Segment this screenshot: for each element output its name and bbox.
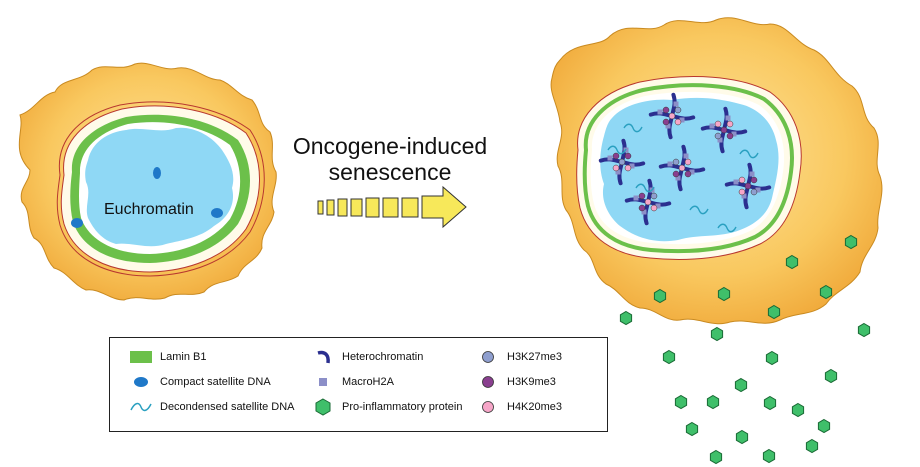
decondensed-satellite-dna-strand (635, 183, 655, 193)
arrow-head (421, 185, 467, 229)
legend-item-decondensed-satellite-dna: Decondensed satellite DNA (128, 398, 295, 416)
heterochromatin-icon (310, 348, 336, 366)
legend-item-h3k27me3: H3K27me3 (475, 348, 562, 366)
arrow-segment-6 (382, 197, 399, 218)
decondensed-satellite-dna-strand (623, 123, 643, 133)
compact-satellite-dna-blob-3 (71, 218, 83, 228)
legend-item-macroh2a: MacroH2A (310, 373, 394, 391)
decondensed-satellite-dna-strand (739, 149, 759, 159)
compact-satellite-dna-blob-2 (211, 208, 223, 218)
decondensed-satellite-dna-group (607, 123, 759, 233)
senescent-cell-lamina (582, 83, 794, 254)
pro-inflammatory-protein-icon (310, 398, 336, 416)
decondensed-satellite-dna-strand (607, 145, 627, 155)
pro-inflammatory-protein (709, 449, 723, 465)
normal-cell-nucleoplasm (85, 127, 234, 247)
pro-inflammatory-protein (710, 326, 724, 342)
legend-item-lamin-b1: Lamin B1 (128, 348, 206, 366)
heterochromatin-focus (598, 138, 646, 186)
pro-inflammatory-protein (805, 438, 819, 454)
arrow-segment-4 (350, 198, 363, 217)
normal-cell: Euchromatin (18, 62, 277, 301)
legend-item-pro-inflammatory-protein: Pro-inflammatory protein (310, 398, 462, 416)
pro-inflammatory-protein (819, 284, 833, 300)
heterochromatin-focus (700, 106, 748, 154)
pro-inflammatory-protein (619, 310, 633, 326)
pro-inflammatory-protein (662, 349, 676, 365)
pro-inflammatory-protein (844, 234, 858, 250)
chromatin-foci (598, 92, 772, 226)
pro-inflammatory-protein (857, 322, 871, 338)
arrow-label-line1: Oncogene-induced (292, 133, 488, 159)
pro-inflammatory-protein (674, 394, 688, 410)
arrow-segment-2 (326, 199, 335, 216)
arrow-segment-5 (365, 197, 380, 218)
h3k9me3-icon (475, 373, 501, 391)
heterochromatin-focus (658, 144, 706, 192)
secreted-pro-inflammatory-proteins (619, 234, 871, 465)
arrow-segment-1 (317, 200, 324, 215)
decondensed-satellite-dna-strand (689, 205, 709, 215)
arrow-label-line2: senescence (328, 159, 452, 185)
heterochromatin-focus (724, 162, 772, 210)
legend: Lamin B1 Compact satellite DNA Decondens… (109, 337, 608, 432)
arrow-segment-3 (337, 198, 348, 217)
macroh2a-icon (310, 373, 336, 391)
decondensed-satellite-dna-strand (717, 223, 737, 233)
lamin-b1-icon (128, 348, 154, 366)
pro-inflammatory-protein (735, 429, 749, 445)
pro-inflammatory-protein (824, 368, 838, 384)
legend-item-heterochromatin: Heterochromatin (310, 348, 423, 366)
pro-inflammatory-protein (762, 448, 776, 464)
h4k20me3-icon (475, 398, 501, 416)
compact-satellite-dna-blob-1 (153, 167, 161, 179)
pro-inflammatory-protein (767, 304, 781, 320)
pro-inflammatory-protein (817, 418, 831, 434)
legend-item-h3k9me3: H3K9me3 (475, 373, 556, 391)
pro-inflammatory-protein (685, 421, 699, 437)
legend-item-h4k20me3: H4K20me3 (475, 398, 562, 416)
pro-inflammatory-protein (785, 254, 799, 270)
pro-inflammatory-protein (734, 377, 748, 393)
pro-inflammatory-protein (763, 395, 777, 411)
compact-satellite-dna-icon (128, 373, 154, 391)
pro-inflammatory-protein (717, 286, 731, 302)
pro-inflammatory-protein (765, 350, 779, 366)
arrow-segment-7 (401, 197, 419, 218)
h3k27me3-icon (475, 348, 501, 366)
euchromatin-label: Euchromatin (104, 201, 194, 218)
heterochromatin-focus (648, 92, 696, 140)
decondensed-satellite-dna-icon (128, 398, 154, 416)
senescent-cell (550, 17, 883, 325)
senescence-arrow (317, 185, 467, 229)
pro-inflammatory-protein (791, 402, 805, 418)
legend-item-compact-satellite-dna: Compact satellite DNA (128, 373, 271, 391)
pro-inflammatory-protein (706, 394, 720, 410)
normal-cell-nuclear-envelope (56, 101, 265, 277)
pro-inflammatory-protein (653, 288, 667, 304)
